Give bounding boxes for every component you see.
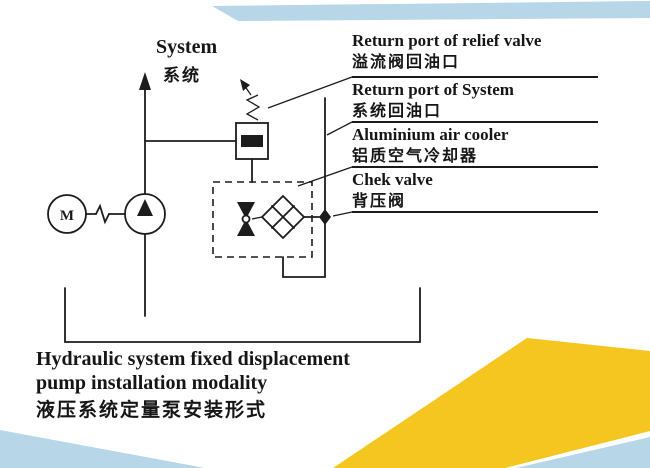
leader-system-return <box>326 121 353 136</box>
bottom-right-yellow-shape <box>333 338 650 468</box>
callout-label-zh: 背压阀 <box>352 193 407 210</box>
callout-label-zh: 溢流阀回油口 <box>352 54 461 71</box>
return-line <box>282 97 326 278</box>
callout-label-zh: 铝质空气冷却器 <box>352 148 479 165</box>
caption-line1: Hydraulic system fixed displacement <box>36 348 350 370</box>
system-label-en: System <box>156 36 218 58</box>
callout-row: Return port of relief valve 溢流阀回油口 <box>352 30 598 78</box>
tank-outline <box>64 287 421 343</box>
coupling-symbol <box>85 203 126 225</box>
leader-air-cooler <box>297 166 353 187</box>
motor-symbol: M <box>47 194 87 234</box>
bottom-right-blue-shape <box>516 437 650 468</box>
heat-exchanger-symbol <box>260 194 320 240</box>
leader-relief-return <box>267 76 353 109</box>
callout-label-en: Aluminium air cooler <box>352 125 509 144</box>
callout-label-zh: 系统回油口 <box>352 103 443 120</box>
hydraulic-circuit: M <box>47 72 421 343</box>
callout-label-en: Chek valve <box>352 170 433 189</box>
relief-valve-symbol <box>235 79 269 183</box>
system-label-zh: 系统 <box>163 66 201 85</box>
fan-symbol <box>237 202 263 236</box>
system-flow-arrow <box>139 72 151 195</box>
callout-label-en: Return port of relief valve <box>352 31 542 50</box>
bottom-left-accent-shape <box>0 430 205 468</box>
callout-leader-lines <box>267 76 353 217</box>
caption: Hydraulic system fixed displacement pump… <box>36 347 350 424</box>
callout-row: Chek valve 背压阀 <box>352 169 598 213</box>
leader-check-valve <box>332 211 353 217</box>
callout-label-en: Return port of System <box>352 80 514 99</box>
caption-line2: pump installation modality <box>36 372 268 394</box>
check-valve-symbol <box>319 209 331 225</box>
caption-zh: 液压系统定量泵安装形式 <box>36 400 268 421</box>
callout-row: Aluminium air cooler 铝质空气冷却器 <box>352 124 598 168</box>
air-cooler-box <box>212 181 313 258</box>
pump-symbol <box>124 193 166 235</box>
callout-row: Return port of System 系统回油口 <box>352 79 598 123</box>
top-banner-shape <box>212 1 650 21</box>
motor-letter: M <box>60 208 74 224</box>
